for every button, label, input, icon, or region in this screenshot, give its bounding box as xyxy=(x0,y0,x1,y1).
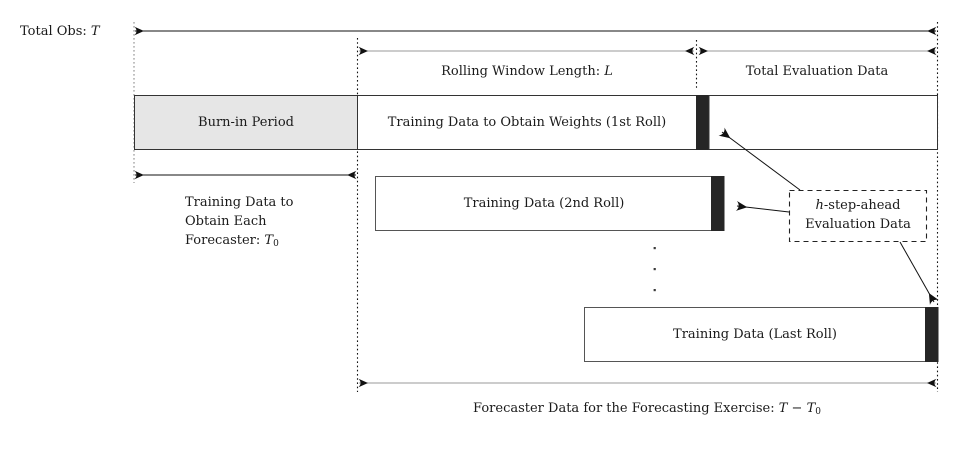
h-step-ahead-line-1: h-step-ahead xyxy=(815,198,901,213)
forecaster-data-subscript: 0 xyxy=(815,407,821,417)
vertical-ellipsis-icon xyxy=(653,247,656,292)
training-t0-label: Training Data to Obtain Each Forecaster:… xyxy=(185,194,293,251)
burn-in-label: Burn-in Period xyxy=(198,115,294,130)
first-roll-eval-block xyxy=(696,95,710,150)
second-roll-label: Training Data (2nd Roll) xyxy=(463,196,625,211)
forecaster-data-label: Forecaster Data for the Forecasting Exer… xyxy=(473,401,821,417)
row-second-roll xyxy=(375,176,725,231)
first-roll-remainder-block xyxy=(708,95,938,150)
measure-arrows xyxy=(134,26,937,388)
second-roll-block xyxy=(375,176,713,231)
leader-to-last-roll xyxy=(899,241,939,305)
training-t0-line-1: Training Data to xyxy=(185,195,294,210)
training-t0-line-3: Forecaster: T0 xyxy=(185,232,279,249)
second-roll-eval-block xyxy=(711,176,725,231)
training-t0-line-2: Obtain Each xyxy=(185,213,267,229)
h-step-ahead-line-2: Evaluation Data xyxy=(805,216,911,232)
callout-leader-lines xyxy=(718,127,939,305)
first-roll-block xyxy=(357,95,697,150)
training-t0-subscript: 0 xyxy=(273,238,279,249)
row-last-roll xyxy=(584,307,939,362)
h-step-ahead-callout-box xyxy=(788,189,928,243)
last-roll-label: Training Data (Last Roll) xyxy=(673,327,837,342)
total-obs-label: Total Obs: T xyxy=(20,24,100,39)
last-roll-eval-block xyxy=(925,307,939,362)
total-eval-label: Total Evaluation Data xyxy=(745,64,889,79)
row-first-roll xyxy=(134,95,938,150)
first-roll-label: Training Data to Obtain Weights (1st Rol… xyxy=(387,115,667,130)
leader-to-first-roll xyxy=(718,127,801,191)
h-step-ahead-callout-label: h-step-ahead Evaluation Data xyxy=(805,197,911,235)
leader-to-second-roll xyxy=(735,200,790,213)
rolling-window-label: Rolling Window Length: L xyxy=(441,64,613,79)
